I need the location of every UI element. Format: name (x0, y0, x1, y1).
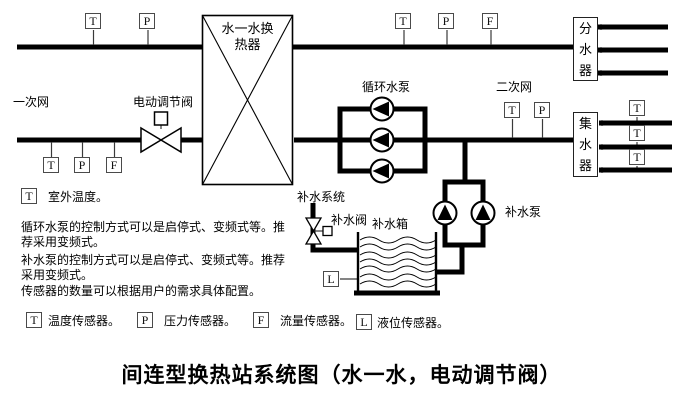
circulation-pump-icons (369, 96, 395, 184)
legend-level-label: 液位传感器。 (377, 316, 450, 330)
makeup-pump-label: 补水泵 (505, 205, 542, 219)
legend-pressure-box: P (137, 312, 153, 328)
electric-valve-label: 电动调节阀 (133, 95, 194, 109)
temp-sensor-box: T (85, 13, 101, 29)
legend-temp-label: 温度传感器。 (48, 314, 121, 328)
tank-outlet-pipe (435, 244, 465, 275)
diagram-title: 间连型换热站系统图（水一水，电动调节阀） (121, 363, 562, 387)
flow-sensor-box: F (482, 13, 498, 29)
pump-icon (369, 127, 395, 153)
makeup-tank-icon (354, 232, 440, 296)
temp-sensor-box: T (504, 102, 520, 118)
temp-sensor-box: T (629, 149, 645, 165)
temp-sensor-box: T (43, 157, 59, 173)
temp-sensor-box: T (395, 13, 411, 29)
collector-label: 集水器 (579, 116, 593, 173)
temp-sensor-box: T (629, 100, 645, 116)
electric-control-valve-icon (140, 111, 182, 154)
collector-box: 集水器 (573, 112, 598, 177)
pressure-sensor-box: P (438, 13, 454, 29)
pump-icon (369, 96, 395, 122)
legend-temp-box: T (26, 312, 42, 328)
sensor-quantity-note: 传感器的数量可以根据用户的需求具体配置。 (21, 284, 262, 298)
makeup-tank-label: 补水箱 (372, 217, 409, 231)
distributor-label: 分水器 (579, 20, 593, 78)
heat-exchanger-icon (201, 14, 294, 186)
temp-sensor-box: T (629, 125, 645, 141)
water-waves (359, 236, 437, 288)
legend-pressure-label: 压力传感器。 (164, 314, 237, 328)
pressure-sensor-box: P (534, 102, 550, 118)
makeup-system-label: 补水系统 (297, 190, 346, 204)
legend-flow-box: F (253, 312, 269, 328)
legend-level-box: L (356, 314, 372, 330)
legend-flow-label: 流量传感器。 (280, 314, 353, 328)
pump-icon (369, 158, 395, 184)
outdoor-temp-sensor-box: T (21, 188, 37, 204)
level-sensor-box: L (323, 271, 339, 287)
pressure-sensor-box: P (74, 157, 90, 173)
sensor-stems (50, 30, 638, 280)
secondary-network-label: 二次网 (496, 80, 533, 94)
distributor-box: 分水器 (573, 17, 598, 81)
heat-exchanger-label: 水一水换 热器 (221, 21, 274, 52)
makeup-pump-control-note: 补水泵的控制方式可以是启停式、变频式等。推荐 采用变频式。 (21, 253, 286, 282)
flow-sensor-box: F (106, 157, 122, 173)
makeup-valve-icon (304, 217, 333, 245)
pump-icon (432, 200, 458, 226)
makeup-pump-icons (432, 200, 496, 226)
makeup-valve-label: 补水阀 (331, 213, 368, 227)
primary-network-label: 一次网 (13, 95, 50, 109)
circ-pump-control-note: 循环水泵的控制方式可以是启停式、变频式等。推 荐采用变频式。 (21, 220, 286, 249)
circulation-pump-label: 循环水泵 (362, 80, 411, 94)
pressure-sensor-box: P (139, 13, 155, 29)
outdoor-temp-note: 室外温度。 (48, 190, 109, 204)
pump-icon (470, 200, 496, 226)
pipe-junction-dots (598, 24, 605, 173)
